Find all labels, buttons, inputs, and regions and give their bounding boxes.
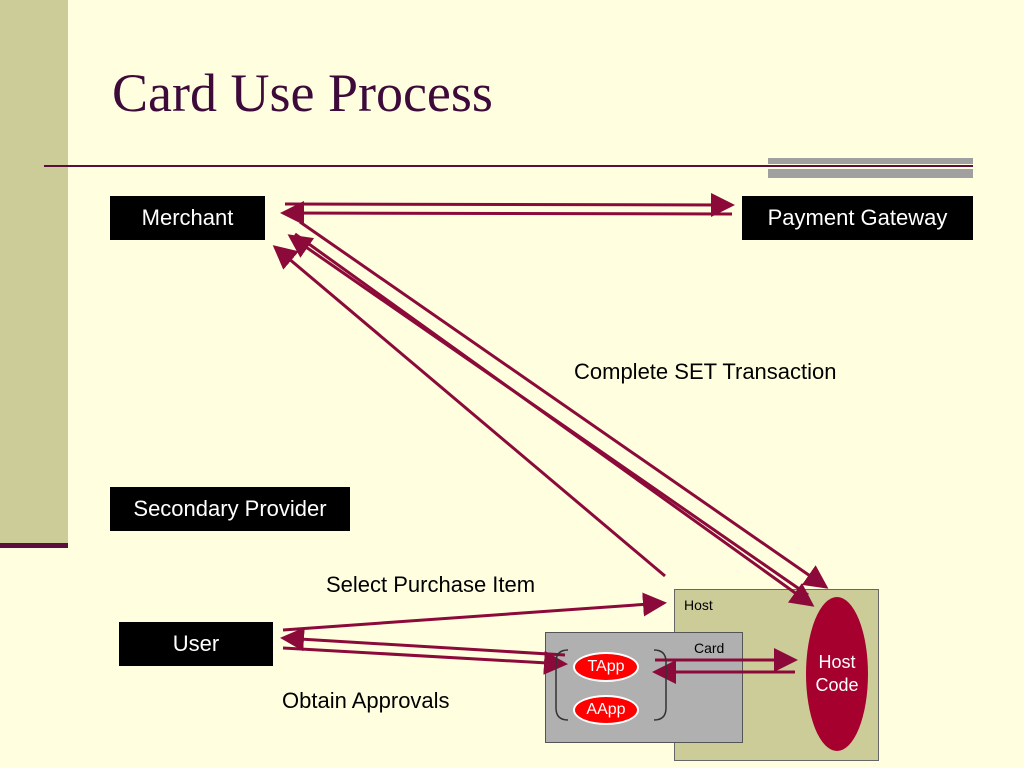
title-rule <box>44 165 774 167</box>
arrow-host-to-merchant <box>272 245 666 578</box>
title-rule-bar <box>768 158 973 178</box>
arrow-hostcode-to-merchant <box>287 234 809 597</box>
payment-gateway-node: Payment Gateway <box>742 196 973 240</box>
arrow-user-to-host <box>282 592 667 632</box>
host-label: Host <box>684 597 713 613</box>
sidebar-decoration <box>0 0 68 546</box>
page-title: Card Use Process <box>112 63 493 123</box>
select-purchase-label: Select Purchase Item <box>326 572 536 597</box>
app-bracket-left <box>555 649 569 721</box>
tapp-node: TApp <box>573 652 639 682</box>
sidebar-accent-line <box>0 543 68 548</box>
secondary-provider-node: Secondary Provider <box>110 487 350 531</box>
user-node: User <box>119 622 273 666</box>
app-bracket-right <box>653 649 667 721</box>
arrow-merchant-to-gateway <box>284 192 735 217</box>
host-code-line1: Host <box>818 651 856 672</box>
aapp-node: AApp <box>573 695 639 725</box>
card-label: Card <box>694 640 725 656</box>
arrow-tapp-to-user <box>280 627 566 657</box>
arrow-merchant-to-hostcode-a <box>299 220 829 589</box>
arrow-user-to-tapp <box>282 646 568 675</box>
card-container <box>545 632 743 743</box>
host-code-line2: Code <box>815 675 859 695</box>
arrow-gateway-to-merchant <box>280 201 733 226</box>
obtain-approvals-label: Obtain Approvals <box>282 688 450 713</box>
complete-set-label: Complete SET Transaction <box>574 359 837 384</box>
merchant-node: Merchant <box>110 196 265 240</box>
